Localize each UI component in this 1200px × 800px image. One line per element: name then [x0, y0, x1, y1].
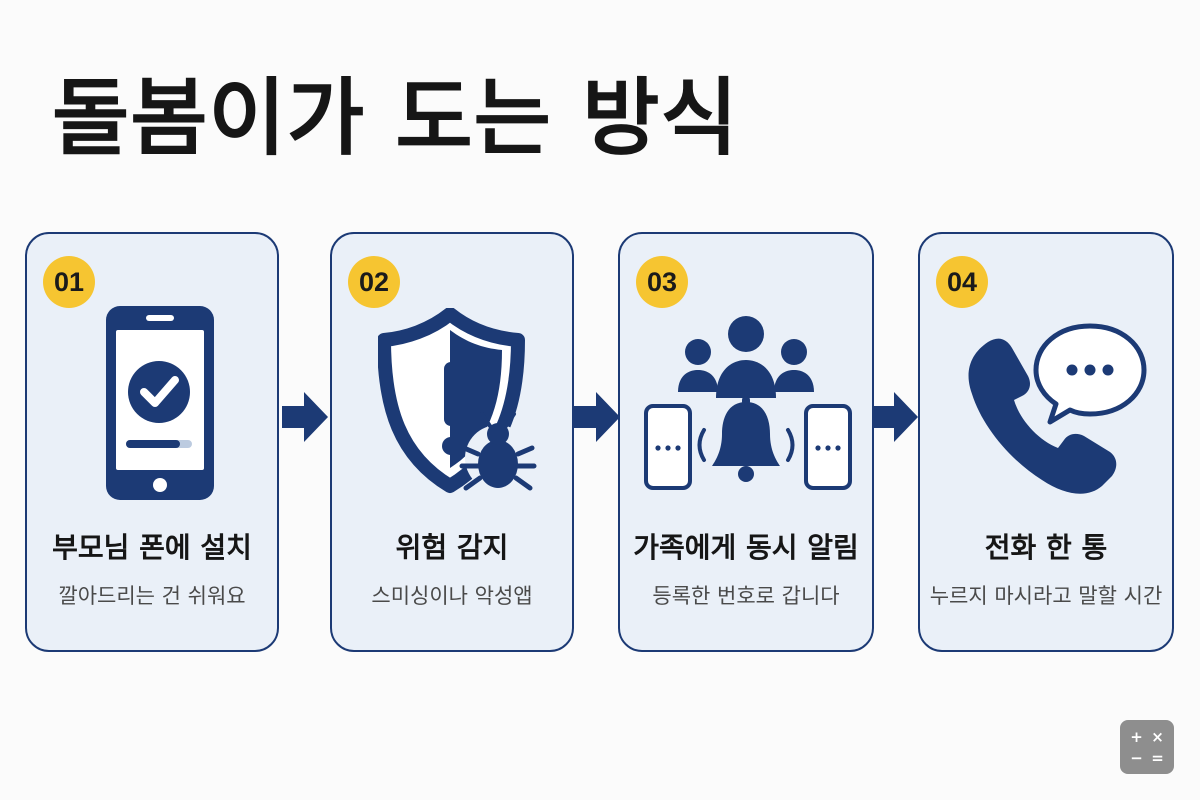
step-number-badge: 03: [636, 256, 688, 308]
arrow-right-icon: [282, 392, 328, 442]
step-number-badge: 02: [348, 256, 400, 308]
step-number-badge: 04: [936, 256, 988, 308]
times-symbol: ×: [1151, 727, 1164, 746]
step-title: 가족에게 동시 알림: [633, 531, 859, 564]
equals-symbol: =: [1151, 748, 1164, 767]
step-card-4: 04 전화 한 통 누르지 마시라고 말할 시간: [918, 232, 1174, 652]
shield-alert-bug-icon: [378, 308, 537, 493]
step-title: 전화 한 통: [984, 531, 1108, 564]
arrow-right-icon: [574, 392, 620, 442]
plus-symbol: +: [1130, 727, 1143, 746]
step-subtitle: 깔아드리는 건 쉬워요: [58, 584, 246, 608]
step-card-2: 02 위험 감지 스미싱이나 악성앱: [330, 232, 574, 652]
step-title: 위험 감지: [395, 531, 509, 564]
step-title: 부모님 폰에 설치: [52, 531, 252, 564]
family-bell-phones-icon: [644, 316, 852, 490]
page-title: 돌봄이가 도는 방식: [52, 69, 739, 167]
step-card-3: 03 가족에게 동시 알림 등록한 번호로 갑니다: [618, 232, 874, 652]
step-subtitle: 스미싱이나 악성앱: [371, 584, 533, 608]
step-subtitle: 등록한 번호로 갑니다: [652, 584, 840, 608]
minus-symbol: −: [1130, 748, 1143, 767]
step-subtitle: 누르지 마시라고 말할 시간: [929, 584, 1163, 608]
step-card-1: 01 부모님 폰에 설치 깔아드리는 건 쉬워요: [25, 232, 279, 652]
arrow-right-icon: [872, 392, 918, 442]
calculator-icon[interactable]: + × − =: [1120, 720, 1174, 774]
step-number-badge: 01: [43, 256, 95, 308]
phone-chat-icon: [968, 323, 1147, 494]
smartphone-check-icon: [106, 306, 214, 500]
